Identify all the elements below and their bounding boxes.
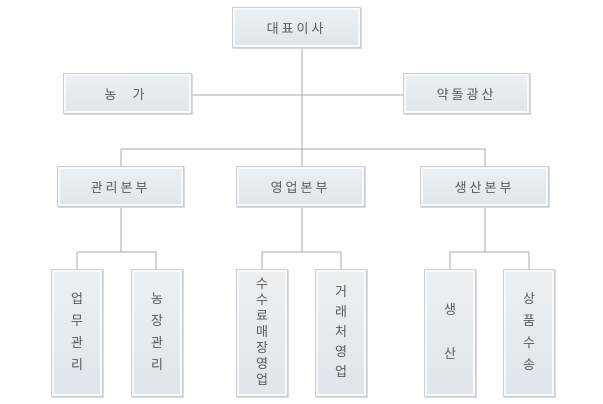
team-farm-mgmt-box[interactable]: 농장관리	[131, 269, 183, 397]
team-client-sales-box[interactable]: 거래처영업	[315, 269, 367, 397]
team-fee-store-sales-box[interactable]: 수수료매장영업	[236, 269, 288, 397]
team-fee-store-sales-label: 수수료매장영업	[256, 277, 268, 388]
ceo-label: 대표이사	[266, 22, 327, 37]
team-work-mgmt-box[interactable]: 업무관리	[51, 269, 103, 397]
division-production-label: 생산본부	[454, 181, 515, 196]
division-production-box[interactable]: 생산본부	[420, 166, 549, 207]
affiliate-right-box[interactable]: 약돌광산	[403, 73, 530, 114]
affiliate-left-box[interactable]: 농 가	[63, 73, 192, 114]
division-sales-box[interactable]: 영업본부	[236, 166, 365, 207]
affiliate-left-label: 농 가	[104, 88, 151, 103]
team-farm-mgmt-label: 농장관리	[151, 292, 163, 373]
division-sales-label: 영업본부	[270, 181, 331, 196]
ceo-box[interactable]: 대표이사	[232, 7, 361, 48]
team-production-box[interactable]: 생 산	[424, 269, 476, 397]
division-admin-box[interactable]: 관리본부	[57, 166, 184, 207]
team-client-sales-label: 거래처영업	[335, 285, 347, 380]
team-work-mgmt-label: 업무관리	[71, 292, 83, 373]
affiliate-right-label: 약돌광산	[436, 88, 497, 103]
division-admin-label: 관리본부	[90, 181, 151, 196]
team-production-label: 생 산	[444, 303, 456, 362]
team-product-transport-box[interactable]: 상품수송	[503, 269, 555, 397]
team-product-transport-label: 상품수송	[523, 292, 535, 373]
